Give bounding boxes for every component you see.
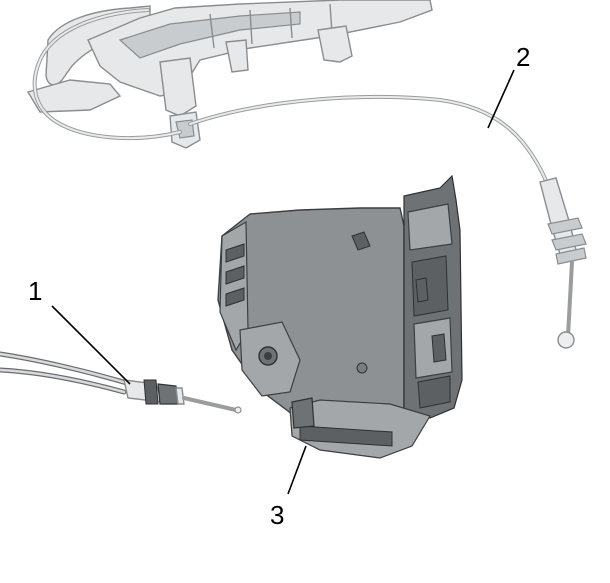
release-cable-1	[0, 351, 242, 414]
leader-line-3	[287, 445, 307, 495]
cable-1-end	[234, 406, 242, 414]
mounting-hole-center	[264, 352, 272, 360]
callout-1: 1	[28, 276, 42, 306]
leader-line-2	[487, 69, 515, 129]
rivet	[356, 362, 368, 374]
door-latch-assembly	[217, 174, 463, 459]
cable-end-ball	[557, 331, 575, 349]
callout-2: 2	[516, 42, 530, 72]
outside-handle-assembly	[26, 0, 433, 149]
callout-3: 3	[270, 500, 284, 530]
leader-line-1	[51, 305, 131, 385]
release-cable-2	[188, 95, 587, 349]
